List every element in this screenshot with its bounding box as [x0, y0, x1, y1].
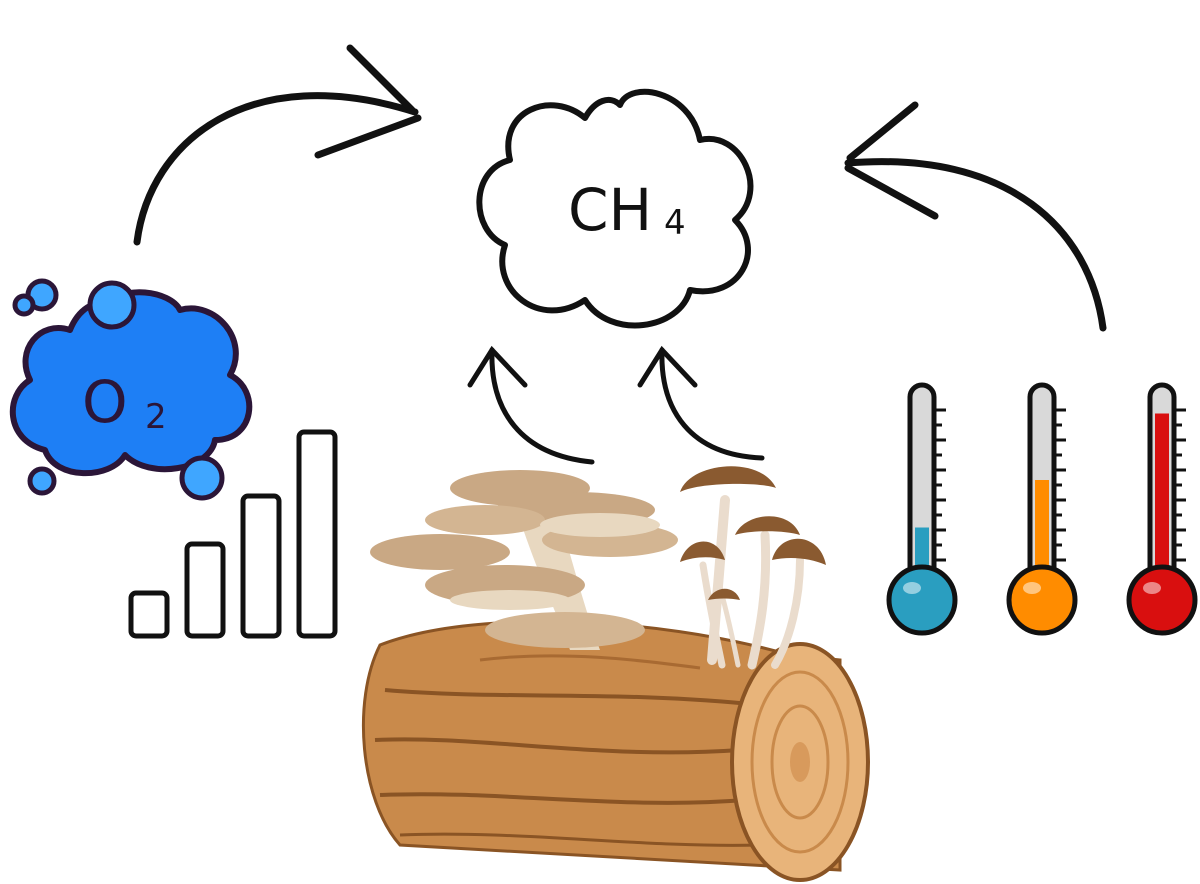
arrow-mushroom-left-up [467, 345, 595, 465]
methane-label: CH [568, 176, 652, 244]
oxygen-level-bar [296, 429, 338, 639]
oxygen-level-bar [240, 493, 282, 639]
thermometer-bulb [1006, 564, 1078, 636]
oxygen-bubble [27, 466, 57, 496]
thermometer-fill [1035, 480, 1049, 585]
oxygen-label: O [82, 368, 128, 436]
oxygen-bubble [12, 293, 36, 317]
brown-mushroom-cluster [680, 466, 826, 670]
oxygen-cloud: O 2 [9, 278, 253, 501]
oxygen-bubble [87, 280, 137, 330]
thermometer-bulb [886, 564, 958, 636]
thermometer-hot [1126, 382, 1198, 636]
thermometers [886, 382, 1198, 636]
oxygen-level-bar [184, 541, 226, 639]
oxygen-bubble [179, 455, 225, 501]
thermometer-bulb [1126, 564, 1198, 636]
wood-log [361, 620, 870, 882]
oxygen-subscript: 2 [145, 397, 167, 437]
thermometer-cold [886, 382, 958, 636]
thermometer-fill [1155, 413, 1169, 585]
oyster-mushroom-cluster [370, 470, 678, 650]
arrow-mushroom-right-up [637, 345, 765, 461]
arrow-oxygen-to-methane [133, 44, 422, 246]
oxygen-level-bar [128, 590, 170, 639]
arrow-temperature-to-methane [844, 101, 1107, 332]
oxygen-level-bars [128, 429, 338, 639]
methane-subscript: 4 [664, 203, 686, 243]
thermometer-warm [1006, 382, 1078, 636]
methane-cloud: CH 4 [476, 88, 754, 329]
